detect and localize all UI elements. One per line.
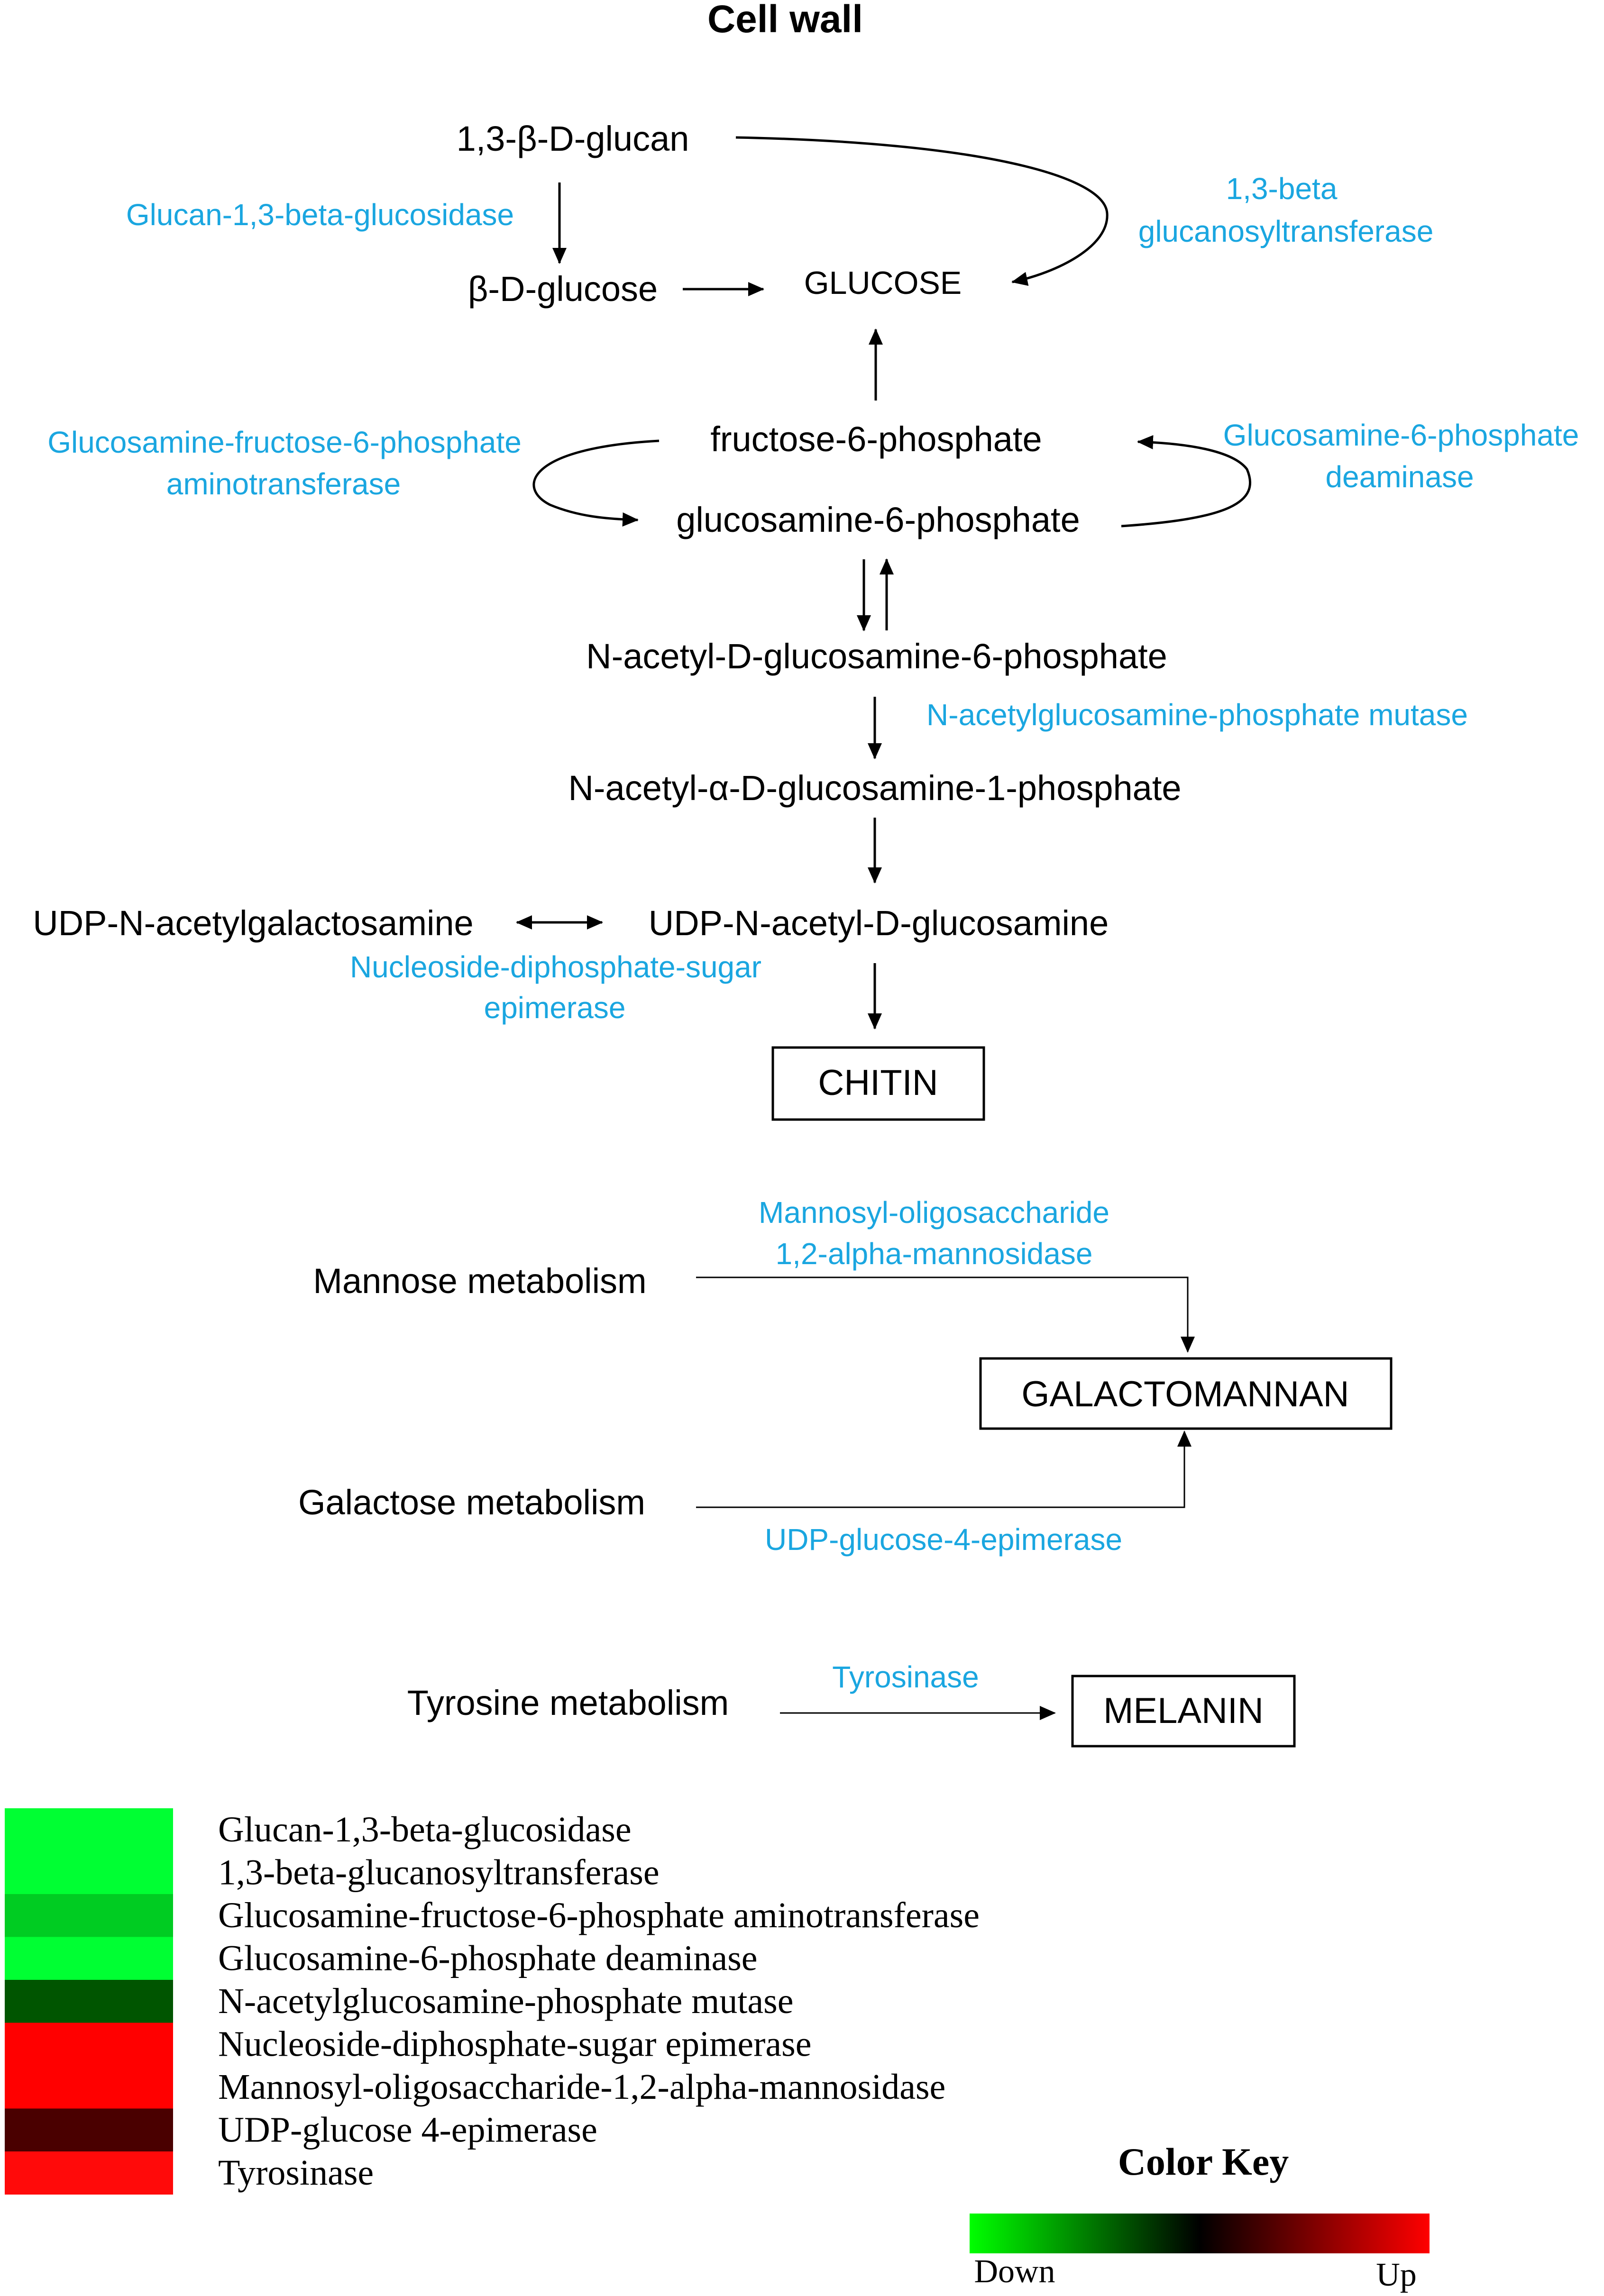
enzyme-udp-glucose-epimerase: UDP-glucose-4-epimerase xyxy=(765,1522,1122,1557)
node-fructose-6-phosphate: fructose-6-phosphate xyxy=(710,419,1042,459)
node-glucosamine-6-phosphate: glucosamine-6-phosphate xyxy=(676,500,1080,539)
heatmap-row-label: Tyrosinase xyxy=(218,2153,374,2193)
heatmap-cell xyxy=(5,2023,173,2066)
heatmap-cell xyxy=(5,1980,173,2023)
heatmap-cell xyxy=(5,1937,173,1980)
enzyme-glucanosyltransferase-line1: 1,3-beta xyxy=(1226,172,1338,206)
heatmap-cell xyxy=(5,2151,173,2195)
node-udp-n-acetylgalactosamine: UDP-N-acetylgalactosamine xyxy=(33,903,473,943)
enzyme-deaminase-line2: deaminase xyxy=(1325,460,1474,494)
enzyme-deaminase-line1: Glucosamine-6-phosphate xyxy=(1223,418,1579,452)
arrow-glucan-to-glucose xyxy=(735,136,1109,286)
heatmap-row-label: Mannosyl-oligosaccharide-1,2-alpha-manno… xyxy=(218,2067,945,2107)
heatmap: Glucan-1,3-beta-glucosidase1,3-beta-gluc… xyxy=(5,1808,980,2195)
node-n-acetyl-glucosamine-6-phosphate: N-acetyl-D-glucosamine-6-phosphate xyxy=(586,637,1167,676)
enzyme-glucan-glucosidase: Glucan-1,3-beta-glucosidase xyxy=(126,198,514,232)
heatmap-cell xyxy=(5,1808,173,1851)
arrow-g6p-to-f6p xyxy=(1121,435,1252,528)
diagram-title: Cell wall xyxy=(707,0,863,41)
enzyme-mutase: N-acetylglucosamine-phosphate mutase xyxy=(926,698,1468,732)
enzyme-labels: Glucan-1,3-beta-glucosidase 1,3-beta glu… xyxy=(47,172,1579,1694)
enzyme-glucanosyltransferase-line2: glucanosyltransferase xyxy=(1138,214,1434,248)
galactomannan-box xyxy=(979,1357,1393,1430)
heatmap-row-label: Glucan-1,3-beta-glucosidase xyxy=(218,1810,632,1850)
node-glucose: GLUCOSE xyxy=(804,265,962,301)
node-melanin: MELANIN xyxy=(1103,1691,1264,1731)
color-key-up-label: Up xyxy=(1376,2257,1417,2293)
heatmap-row-label: Glucosamine-fructose-6-phosphate aminotr… xyxy=(218,1895,980,1935)
enzyme-gfat-line2: aminotransferase xyxy=(166,467,401,501)
color-key-down-label: Down xyxy=(974,2253,1055,2290)
enzyme-mannosidase-line2: 1,2-alpha-mannosidase xyxy=(776,1237,1093,1271)
node-tyrosine-metabolism: Tyrosine metabolism xyxy=(407,1683,729,1722)
heatmap-row-label: 1,3-beta-glucanosyltransferase xyxy=(218,1853,660,1893)
pathway-arrows xyxy=(516,136,1252,1720)
heatmap-row-label: UDP-glucose 4-epimerase xyxy=(218,2110,597,2150)
heatmap-cell xyxy=(5,2108,173,2152)
node-galactomannan: GALACTOMANNAN xyxy=(1021,1374,1349,1414)
node-galactose-metabolism: Galactose metabolism xyxy=(298,1483,645,1522)
color-key: Color Key Down Up xyxy=(970,2140,1430,2293)
enzyme-mannosidase-line1: Mannosyl-oligosaccharide xyxy=(759,1195,1109,1230)
heatmap-row-label: Nucleoside-diphosphate-sugar epimerase xyxy=(218,2024,811,2064)
metabolite-nodes: 1,3-β-D-glucan β-D-glucose GLUCOSE fruct… xyxy=(33,119,1393,1748)
enzyme-nucleoside-epimerase-line2: epimerase xyxy=(484,991,626,1025)
node-n-acetyl-alpha-glucosamine-1-phosphate: N-acetyl-α-D-glucosamine-1-phosphate xyxy=(568,768,1181,808)
arrow-f6p-to-g6p xyxy=(532,439,660,527)
melanin-box xyxy=(1071,1675,1296,1748)
node-beta-glucose: β-D-glucose xyxy=(468,269,658,309)
heatmap-row-label: Glucosamine-6-phosphate deaminase xyxy=(218,1939,758,1978)
chitin-box xyxy=(771,1046,985,1121)
arrow-mannose-to-galactomannan xyxy=(696,1276,1195,1353)
node-chitin: CHITIN xyxy=(818,1063,938,1103)
color-key-title: Color Key xyxy=(1118,2140,1289,2183)
heatmap-cell xyxy=(5,1851,173,1895)
heatmap-cell xyxy=(5,1894,173,1937)
enzyme-nucleoside-epimerase-line1: Nucleoside-diphosphate-sugar xyxy=(350,950,761,984)
node-glucan: 1,3-β-D-glucan xyxy=(457,119,689,158)
color-key-gradient xyxy=(970,2214,1430,2253)
heatmap-row-label: N-acetylglucosamine-phosphate mutase xyxy=(218,1981,793,2021)
enzyme-gfat-line1: Glucosamine-fructose-6-phosphate xyxy=(47,425,522,459)
heatmap-cell xyxy=(5,2066,173,2109)
node-mannose-metabolism: Mannose metabolism xyxy=(313,1261,646,1301)
enzyme-tyrosinase: Tyrosinase xyxy=(832,1660,979,1694)
arrow-galactose-to-galactomannan xyxy=(696,1430,1192,1508)
node-udp-n-acetyl-glucosamine: UDP-N-acetyl-D-glucosamine xyxy=(649,903,1109,943)
